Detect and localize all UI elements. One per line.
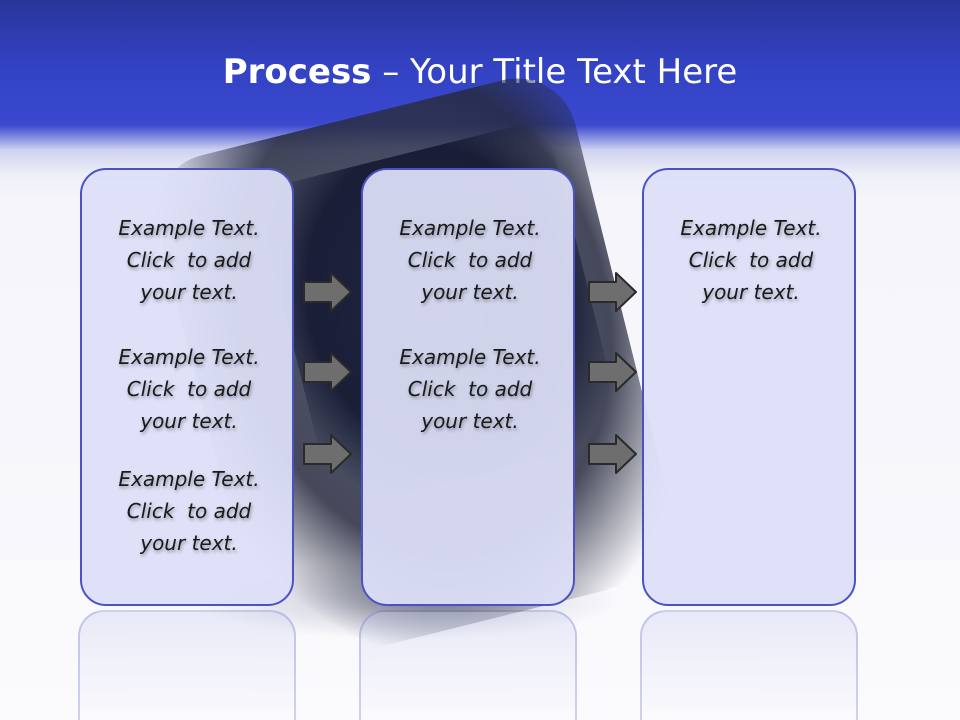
text-line: your text.: [140, 280, 238, 304]
right-arrow-icon: [588, 434, 637, 474]
text-line: your text.: [702, 280, 800, 304]
right-arrow-icon: [303, 434, 352, 474]
title-bold: Process: [222, 52, 372, 92]
right-arrow-icon: [303, 352, 352, 392]
text-line: Click to add: [126, 499, 252, 523]
text-line: Click to add: [407, 248, 533, 272]
text-block[interactable]: Example Text. Click to add your text.: [82, 341, 296, 437]
page-title[interactable]: Process – Your Title Text Here: [0, 52, 960, 92]
text-line: Click to add: [126, 248, 252, 272]
text-line: your text.: [421, 409, 519, 433]
text-line: Click to add: [688, 248, 814, 272]
text-line: Example Text.: [399, 216, 541, 240]
title-rest: – Your Title Text Here: [371, 52, 738, 92]
text-line: Example Text.: [680, 216, 822, 240]
box-reflection: [640, 610, 858, 720]
box-reflection: [78, 610, 296, 720]
text-line: Example Text.: [118, 467, 260, 491]
text-block[interactable]: Example Text. Click to add your text.: [82, 463, 296, 559]
right-arrow-icon: [588, 352, 637, 392]
right-arrow-icon: [303, 272, 352, 312]
text-block[interactable]: Example Text. Click to add your text.: [82, 212, 296, 308]
process-box-3[interactable]: Example Text. Click to add your text.: [642, 168, 856, 606]
right-arrow-icon: [588, 272, 637, 312]
text-line: Example Text.: [399, 345, 541, 369]
text-line: Example Text.: [118, 345, 260, 369]
text-line: your text.: [140, 531, 238, 555]
text-line: Example Text.: [118, 216, 260, 240]
process-box-1[interactable]: Example Text. Click to add your text. Ex…: [80, 168, 294, 606]
text-line: Click to add: [126, 377, 252, 401]
box-reflection: [359, 610, 577, 720]
text-line: Click to add: [407, 377, 533, 401]
text-block[interactable]: Example Text. Click to add your text.: [363, 212, 577, 308]
text-line: your text.: [421, 280, 519, 304]
text-block[interactable]: Example Text. Click to add your text.: [363, 341, 577, 437]
text-line: your text.: [140, 409, 238, 433]
process-box-2[interactable]: Example Text. Click to add your text. Ex…: [361, 168, 575, 606]
text-block[interactable]: Example Text. Click to add your text.: [644, 212, 858, 308]
